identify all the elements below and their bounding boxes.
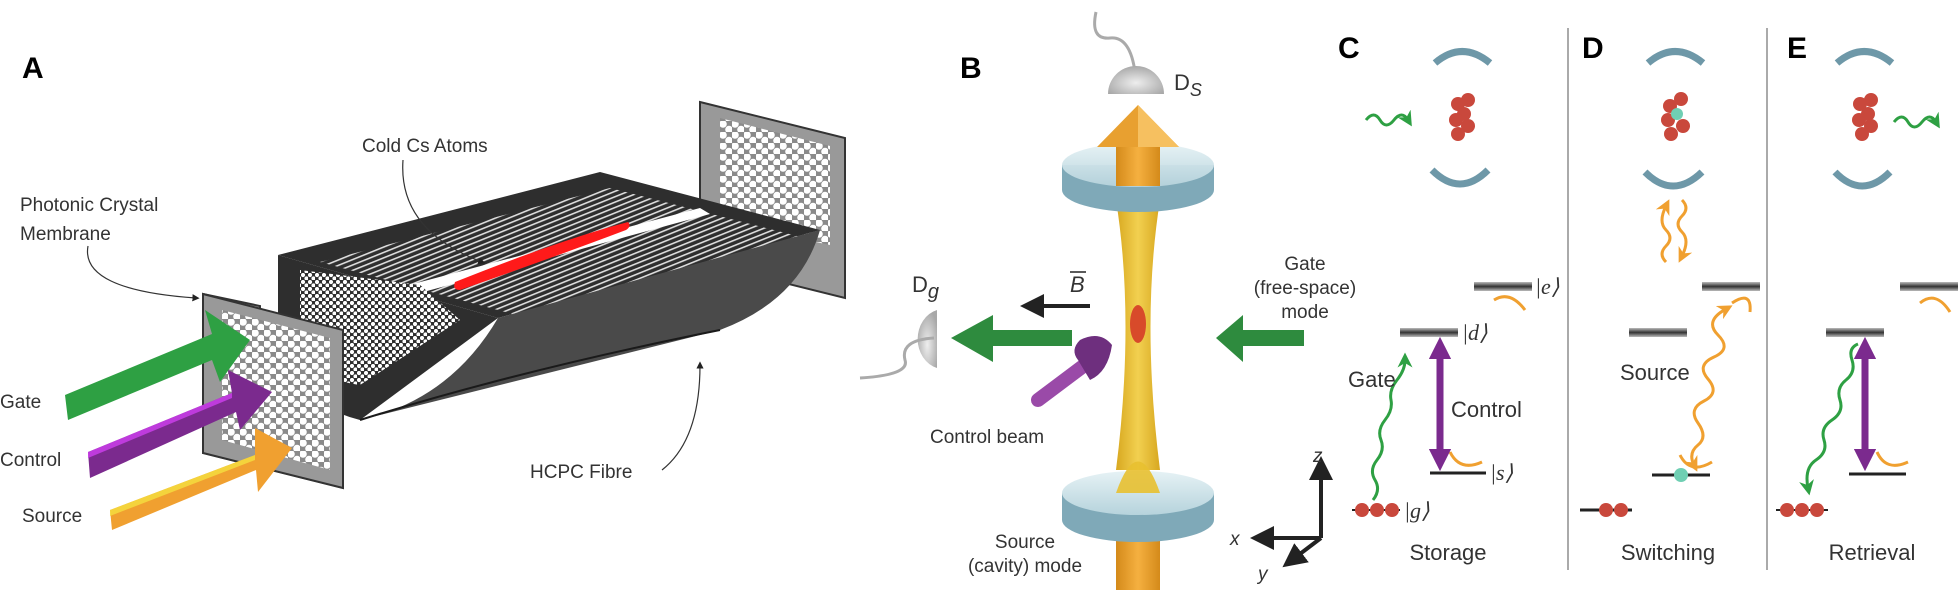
detector-g-label: Dg [912,272,939,303]
level-e [1474,282,1532,291]
gate-mode-line2: (free-space) [1254,278,1356,299]
level-d-label: |d⟩ [1462,320,1488,345]
caption-retrieval: Retrieval [1829,540,1916,565]
detector-s-label: DS [1174,70,1202,100]
source-mode-line2: (cavity) mode [968,556,1082,577]
axis-y-label: y [1256,564,1269,585]
axis-x-label: x [1229,529,1241,550]
gate-transition-arrow [1370,352,1413,501]
membrane-label-line1: Photonic Crystal [20,195,158,216]
level-e [1900,282,1958,291]
b-field-arrow: B [1020,271,1090,318]
level-d [1826,328,1884,337]
cold-atoms-leader [402,159,486,265]
membrane-label-line2: Membrane [20,224,111,245]
control-beam-label: Control beam [930,427,1044,448]
cavity-photon-down [1676,198,1693,263]
gate-transition-label: Gate [1348,367,1396,392]
cavity-coupling-arc-e [1919,296,1952,313]
control-beam [1031,336,1112,407]
gate-emission-arrow [1799,342,1859,496]
bottom-mirror [1062,461,1214,590]
gate-free-space-arrow [1216,315,1304,362]
level-d [1400,328,1458,337]
panel-letter-a: A [22,52,44,85]
control-label: Control [0,450,61,471]
atom-cluster [1852,93,1878,141]
cavity-mirror-bottom [1832,169,1893,190]
fibre-leader [661,361,704,471]
b-field-label: B [1070,272,1085,297]
panel-a: A [0,52,846,530]
gate-output-arrow [951,315,1072,362]
ground-atoms [1599,503,1628,517]
panel-letter-b: B [960,52,982,85]
detector-source: DS [1093,11,1202,100]
incoming-gate-photon [1364,109,1412,127]
source-mode-line1: Source [995,532,1055,553]
coordinate-axes: z x y [1229,446,1333,585]
control-transition-label: Control [1451,397,1522,422]
level-g-label: |g⟩ [1404,498,1430,523]
panel-e: E Retrieval [1776,32,1958,565]
outgoing-gate-photon [1892,111,1940,129]
source-label: Source [22,506,82,527]
panel-b: B DS [859,11,1356,590]
atom-ensemble [1130,305,1146,343]
membrane-leader [86,245,200,302]
source-output-arrow [1097,105,1179,186]
source-transition-arrow [1683,305,1733,472]
gate-input-arrow [65,310,250,420]
hcpc-fibre [278,172,820,421]
panel-letter-e: E [1787,32,1807,65]
gate-mode-line1: Gate [1284,254,1325,275]
spin-wave-excitation [1671,108,1683,120]
cavity-coupling-arc-s [1678,454,1713,469]
level-e-label: |e⟩ [1535,274,1560,299]
detector-gate: Dg [859,272,939,380]
cavity-mirror-top [1645,48,1706,66]
axis-z-label: z [1312,446,1323,467]
panel-letter-c: C [1338,32,1360,65]
cavity-photon-up [1655,199,1672,264]
spin-wave-atom [1674,468,1688,482]
ground-atoms [1780,503,1824,517]
cavity-coupling-arc-s [1875,451,1909,467]
cavity-mirror-top [1432,48,1493,66]
cavity-mirror-bottom [1429,167,1491,188]
ground-atoms [1355,503,1399,517]
cavity-coupling-arc-s [1448,451,1483,467]
cold-atoms-label: Cold Cs Atoms [362,136,488,157]
source-transition-label: Source [1620,360,1690,385]
cavity-mirror-top [1834,48,1895,66]
source-input-arrow [110,428,292,530]
fibre-label: HCPC Fibre [530,462,632,483]
panel-letter-d: D [1582,32,1604,65]
gate-label: Gate [0,392,41,413]
cold-atom-cloud [454,222,630,290]
level-d [1629,328,1687,337]
caption-storage: Storage [1409,540,1486,565]
panel-d: D Source Switching [1580,32,1760,565]
control-input-arrow [88,370,272,478]
atom-cluster [1449,93,1475,141]
caption-switching: Switching [1621,540,1715,565]
cavity-coupling-arc-e [1493,295,1527,311]
cavity-coupling-arc-e [1731,296,1752,313]
gate-mode-line3: mode [1281,302,1329,323]
cavity-mirror-bottom [1642,169,1705,190]
level-s-label: |s⟩ [1490,460,1514,485]
level-e [1702,282,1760,291]
panel-c: C |e⟩ |d⟩ |s⟩ |g⟩ Gate Control Storage [1338,32,1560,565]
